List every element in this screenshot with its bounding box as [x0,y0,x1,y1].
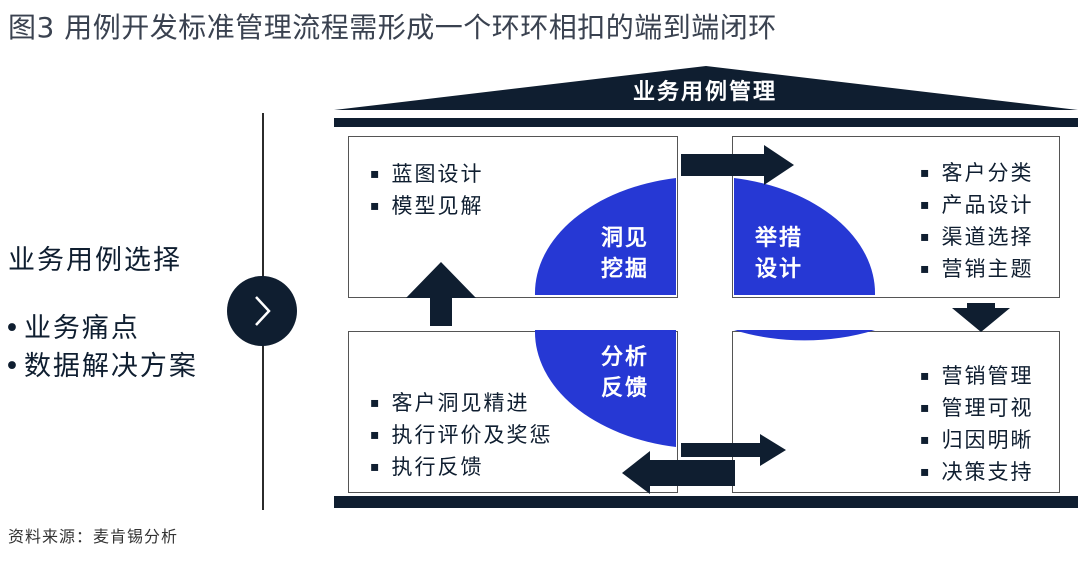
bullet-item: 渠道选择 [920,223,1034,255]
bullet-item: 管理可视 [920,394,1034,426]
quadrant-text: 分析 [600,344,649,370]
left-list: 业务痛点 数据解决方案 [4,310,198,386]
box-bottom-left-list: 客户洞见精进 执行评价及奖惩 执行反馈 [370,389,553,485]
figure-title: 图3 用例开发标准管理流程需形成一个环环相扣的端到端闭环 [8,11,777,44]
source-note: 资料来源：麦肯锡分析 [8,527,179,546]
bullet-item: 客户洞见精进 [370,389,553,421]
bullet-item: 蓝图设计 [370,160,484,192]
bullet-item: 营销主题 [920,255,1034,287]
bullet-item: 营销管理 [920,362,1034,394]
chevron-right-icon [255,296,271,326]
box-bottom-right-list: 营销管理 管理可视 归因明晰 决策支持 [920,362,1034,490]
bullet-item: 模型见解 [370,192,484,224]
quadrant-text: 挖掘 [600,256,649,282]
bullet-item: 决策支持 [920,458,1034,490]
bullet-item: 执行评价及奖惩 [370,421,553,453]
bullet-item: 客户分类 [920,159,1034,191]
quadrant-text: 洞见 [600,225,649,251]
quadrant-text: 设计 [754,256,803,282]
quadrant-label-bottom-left: 分析 反馈 [590,342,660,404]
quadrant-text: 反馈 [600,375,649,401]
quadrant-top-left [534,178,676,295]
quadrant-bottom-right [734,330,875,341]
quadrant-text: 举措 [754,225,803,251]
arrow-right-bottom [681,434,786,466]
arrow-down-right [952,303,1010,332]
quadrant-label-top-right: 举措 设计 [744,223,814,285]
bullet-item: 产品设计 [920,191,1034,223]
quadrant-label-bottom-right: 执行 管控 [744,342,814,404]
cycle-diagram [406,145,1010,494]
bullet-item: 执行反馈 [370,453,553,485]
left-list-item: 数据解决方案 [4,348,198,386]
bullet-item: 归因明晰 [920,426,1034,458]
quadrant-bottom-left [534,330,676,447]
left-list-item: 业务痛点 [4,310,198,348]
quadrant-label-top-left: 洞见 挖掘 [590,223,660,285]
arrow-right-top [681,145,794,185]
roof-shape [334,66,1078,127]
arrow-left-bottom [622,451,735,494]
left-heading: 业务用例选择 [8,245,182,276]
box-top-right-list: 客户分类 产品设计 渠道选择 营销主题 [920,159,1034,287]
roof-label: 业务用例管理 [632,79,777,105]
box-top-left-list: 蓝图设计 模型见解 [370,160,484,224]
arrow-up-left [406,262,476,326]
quadrant-top-right [734,178,876,295]
quadrant-text: 执行 [754,344,803,370]
base-bar [334,496,1078,508]
quadrant-text: 管控 [754,375,803,401]
next-arrow-button[interactable] [227,276,297,346]
